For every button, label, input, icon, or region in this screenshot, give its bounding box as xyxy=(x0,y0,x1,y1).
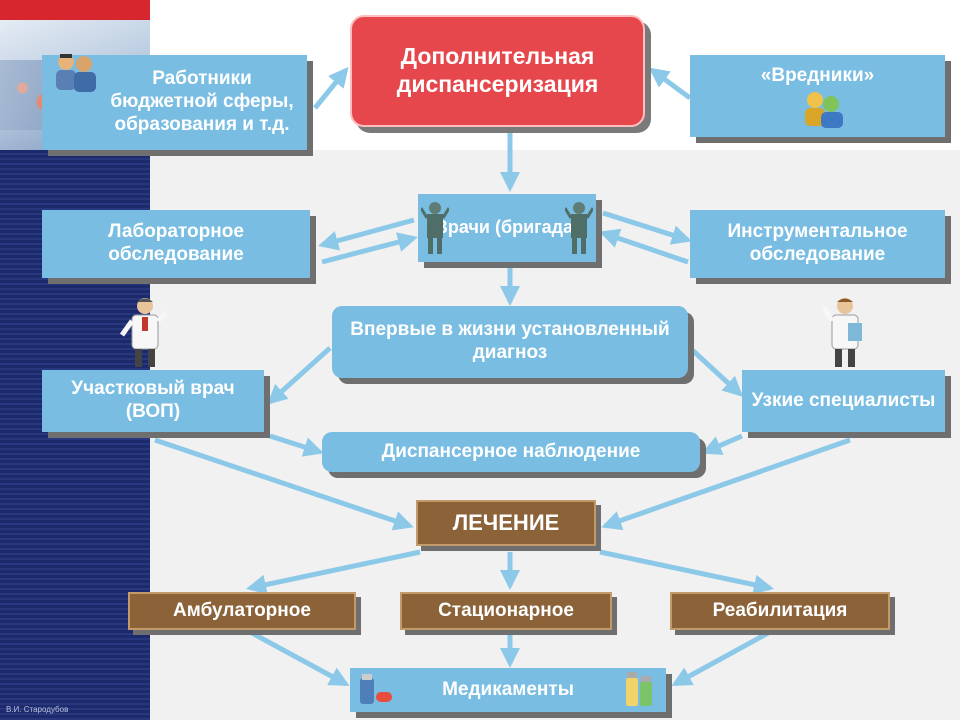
doctors-node: Врачи (бригада) xyxy=(418,194,596,262)
medicine-icon xyxy=(360,674,392,704)
dispensary-node: Диспансерное наблюдение xyxy=(322,432,700,472)
arrow-instr-doctors xyxy=(599,228,689,265)
workers-node: Работники бюджетной сферы, образования и… xyxy=(42,55,307,150)
outpatient-node: Амбулаторное xyxy=(128,592,356,630)
arrow-treatment-outpatient xyxy=(246,549,421,595)
surgeon-icon xyxy=(565,202,593,254)
treatment-node: ЛЕЧЕНИЕ xyxy=(416,500,596,546)
lab-node: Лабораторное обследование xyxy=(42,210,310,278)
surgeon-icon xyxy=(421,202,449,254)
rehab-node: Реабилитация xyxy=(670,592,890,630)
arrow-specialists-dispensary xyxy=(701,433,743,455)
arrow-diagnosis-specialists xyxy=(688,346,743,397)
author-caption: В.И. Стародубов xyxy=(6,705,69,714)
arrow-rehab-med xyxy=(671,629,772,687)
district-doctor-node: Участковый врач (ВОП) xyxy=(42,370,264,432)
people-icon xyxy=(56,54,96,92)
medicine-icon xyxy=(626,672,652,706)
arrow-treatment-rehab xyxy=(599,549,774,595)
arrow-district-treatment xyxy=(154,437,414,531)
people-icon xyxy=(805,92,843,128)
arrow-lab-doctors xyxy=(321,232,418,265)
arrow-harmful-main xyxy=(648,67,692,101)
inpatient-node: Стационарное xyxy=(400,592,612,630)
doctor-icon xyxy=(120,298,168,367)
arrow-district-dispensary xyxy=(269,433,324,457)
arrow-workers-main xyxy=(313,66,349,110)
medicines-node: Медикаменты xyxy=(350,668,666,712)
arrow-doctors-lab xyxy=(318,217,415,251)
arrow-outpatient-med xyxy=(248,629,350,687)
diagnosis-node: Впервые в жизни установленный диагноз xyxy=(332,306,688,378)
arrow-specialists-treatment xyxy=(601,437,851,531)
arrow-doctors-instr xyxy=(602,210,692,245)
instrumental-node: Инструментальное обследование xyxy=(690,210,945,278)
arrow-diagnosis-district xyxy=(267,346,332,405)
main-node: Дополнительная диспансеризация xyxy=(350,15,645,127)
specialists-node: Узкие специалисты xyxy=(742,370,945,432)
doctor-icon xyxy=(821,298,862,367)
red-stripe xyxy=(0,0,150,20)
